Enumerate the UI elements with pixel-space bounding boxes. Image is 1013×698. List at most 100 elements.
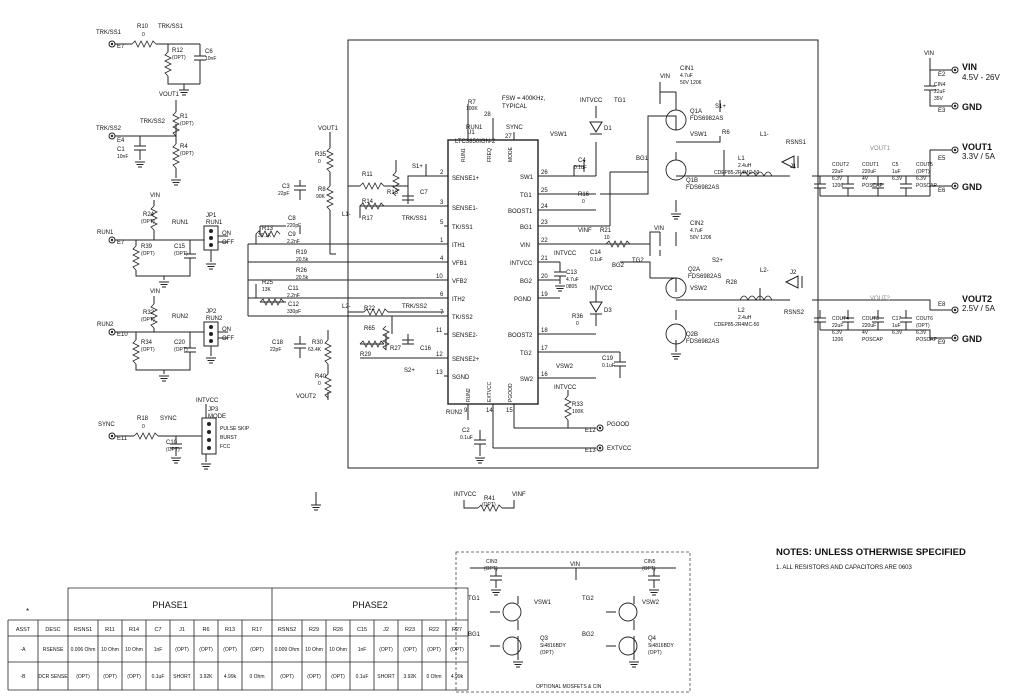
table-header-cell: R26 — [333, 627, 343, 633]
sense2-network — [348, 311, 444, 359]
label-r29: R29 — [360, 352, 372, 358]
pin-label-mode: MODE — [508, 146, 514, 162]
table-cell: 10 Ohm — [305, 647, 323, 653]
table-header-cell: C15 — [357, 627, 367, 633]
table-cell: -A — [21, 647, 27, 653]
label-c10: C10 — [166, 440, 178, 446]
pin-label-sgnd: SGND — [452, 375, 470, 381]
label-vout1-spec: 3.3V / 5A — [962, 152, 996, 161]
label-q4-part: Si4816BDY — [648, 643, 675, 649]
pin-label-sense1m: SENSE1- — [452, 206, 478, 212]
label-trkss2-b: TRK/SS2 — [402, 304, 428, 310]
pin-number-17: 17 — [541, 346, 548, 352]
table-cell: (OPT) — [250, 647, 264, 653]
label-s1p-b: S1+ — [715, 104, 726, 110]
label-q1b-part: FDS6982AS — [686, 185, 719, 191]
label-vinf: VINF — [578, 228, 592, 234]
pin-label-sw2: SW2 — [520, 377, 534, 383]
label-l1: L1 — [738, 156, 745, 162]
table-cell: 0.1uF — [356, 674, 369, 680]
label-c18: C18 — [272, 340, 284, 346]
label-off2: OFF — [222, 336, 234, 342]
pin-number-27: 27 — [505, 134, 512, 140]
table-cell: 1nF — [358, 647, 367, 653]
label-r1-value: (OPT) — [180, 121, 194, 127]
label-s2p: S2+ — [404, 368, 415, 374]
table-star: * — [26, 607, 29, 616]
label-r33: R33 — [572, 402, 584, 408]
label-r26-value: 20.5k — [296, 275, 309, 281]
label-c19: C19 — [602, 356, 614, 362]
label-c5-a: 1uF — [892, 169, 901, 175]
label-intvcc-d1: INTVCC — [580, 98, 603, 104]
main-border — [347, 39, 819, 469]
pin-label-tg1: TG1 — [520, 193, 532, 199]
pin-number-20: 20 — [541, 274, 548, 280]
label-q3-part: Si4816BDY — [540, 643, 567, 649]
label-r35: R35 — [315, 152, 327, 158]
label-l2-value: 2.4uH — [738, 315, 752, 321]
label-c9: C9 — [288, 232, 296, 238]
label-cout6-a: (OPT) — [916, 323, 930, 329]
label-fcc: FCC — [220, 444, 231, 450]
label-vsw1-opt: VSW1 — [534, 600, 552, 606]
pgood-extvcc-network — [479, 390, 596, 456]
label-c2-value: 0.1uF — [460, 435, 473, 441]
label-bg1: BG1 — [636, 156, 649, 162]
trkss2-circuit — [108, 100, 182, 186]
label-cin5-value: (OPT) — [642, 566, 656, 572]
table-cell: 4.99k — [224, 674, 237, 680]
label-c13-b: 0805 — [566, 284, 577, 290]
table-cell: 0.006 Ohm — [71, 647, 96, 653]
label-c13-a: 4.7uF — [566, 277, 579, 283]
table-cell: -B — [21, 674, 27, 680]
mosfet-q4-bottom — [618, 636, 638, 656]
label-cin3: CIN3 — [486, 559, 498, 565]
label-c5: C5 — [892, 162, 899, 168]
label-cout3: COUT3 — [862, 316, 879, 322]
label-q2a-part: FDS6982AS — [688, 274, 721, 280]
label-cout1-c: POSCAP — [862, 183, 884, 189]
optional-mosfets-wiring — [470, 567, 676, 660]
label-bg2: BG2 — [612, 263, 625, 269]
table-cell: 10 Ohm — [125, 647, 143, 653]
vin-input — [929, 58, 952, 107]
table-cell: 4.99k — [451, 674, 464, 680]
pin-number-9: 9 — [464, 408, 468, 414]
label-vout2-net: VOUT2 — [870, 296, 891, 302]
pin-number-14: 14 — [486, 408, 493, 414]
pin-label-sw1: SW1 — [520, 175, 534, 181]
vout2-feedback — [299, 330, 329, 400]
pin-number-28: 28 — [484, 112, 491, 118]
label-vin-spec: 4.5V - 26V — [962, 73, 1000, 82]
label-cout5-b: 6.3V — [916, 176, 927, 182]
pin-number-16: 16 — [541, 372, 548, 378]
label-tg1-opt: TG1 — [468, 596, 480, 602]
label-r10: R10 — [137, 24, 149, 30]
label-c20-value: (OPT) — [174, 347, 188, 353]
label-c6-value: 10nF — [205, 56, 216, 62]
label-run2-ic: RUN2 — [446, 410, 463, 416]
label-e2: E2 — [938, 72, 946, 78]
label-c14: C14 — [590, 250, 602, 256]
pin-label-pgood: PGOOD — [508, 383, 514, 402]
table-cell: 0.1uF — [152, 674, 165, 680]
pin-number-24: 24 — [541, 204, 548, 210]
label-l2: L2 — [738, 308, 745, 314]
mosfet-q2a — [665, 277, 687, 299]
label-j2: J2 — [790, 270, 797, 276]
pin-number-18: 18 — [541, 328, 548, 334]
label-rsns1: RSNS1 — [786, 140, 807, 146]
label-r12: R12 — [172, 48, 184, 54]
label-c16: C16 — [420, 346, 432, 352]
table-header-cell: R6 — [202, 627, 209, 633]
label-vin-optional: VIN — [570, 562, 580, 568]
label-cin2-voltage: 50V 1206 — [690, 235, 712, 241]
label-vin-top: VIN — [924, 51, 934, 57]
label-run1-ic: RUN1 — [466, 125, 483, 131]
label-trkss2-node: TRK/SS2 — [140, 119, 166, 125]
label-r1: R1 — [180, 114, 188, 120]
pin-number-19: 19 — [541, 292, 548, 298]
label-vout2-spec: 2.5V / 5A — [962, 304, 996, 313]
label-vinf-r41: VINF — [512, 492, 526, 498]
